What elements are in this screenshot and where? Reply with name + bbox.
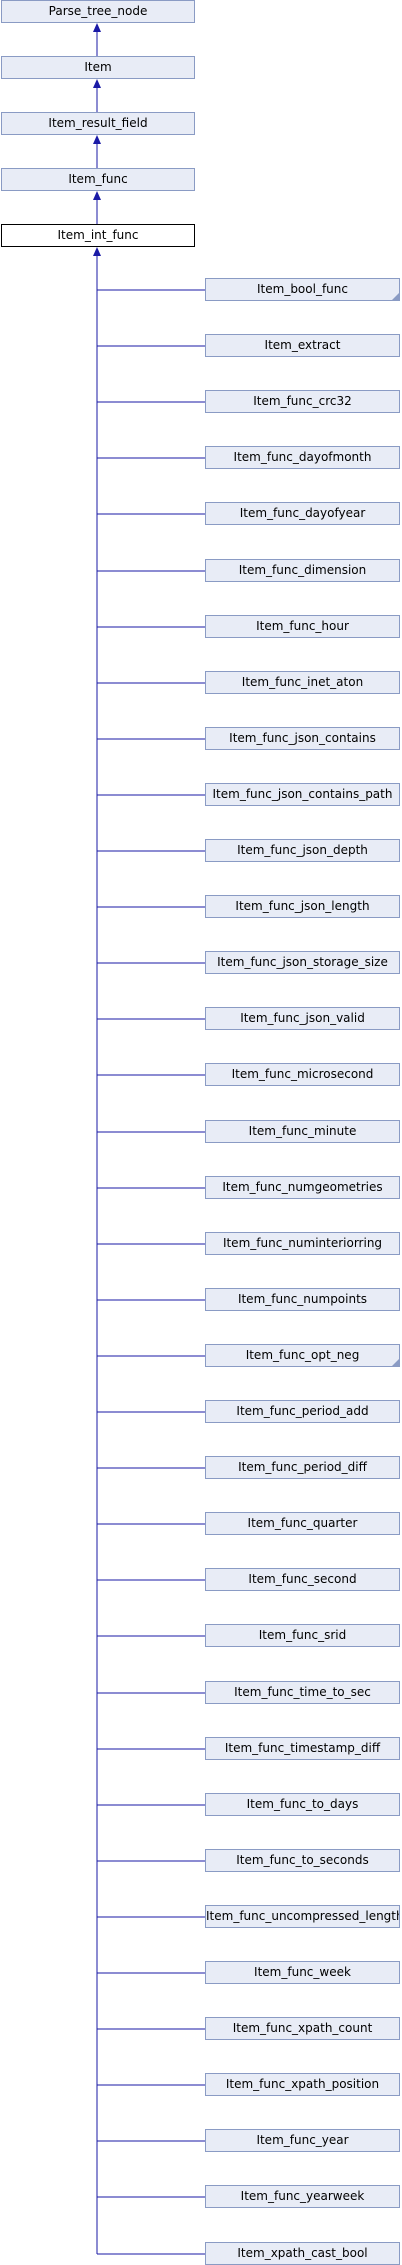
- class-node-item_func_uncompressed_length[interactable]: Item_func_uncompressed_length: [205, 1905, 400, 1928]
- class-node-item_func_crc32[interactable]: Item_func_crc32: [205, 390, 400, 413]
- node-label: Item_func_json_contains_path: [212, 787, 393, 801]
- class-node-item_func_xpath_position[interactable]: Item_func_xpath_position: [205, 2073, 400, 2096]
- node-label: Item_func_dayofyear: [239, 506, 366, 520]
- collapsed-subtree-icon: [392, 293, 399, 300]
- node-label: Item_func_xpath_count: [232, 2021, 373, 2035]
- class-node-item_func_json_depth[interactable]: Item_func_json_depth: [205, 839, 400, 862]
- node-label: Item_func_year: [256, 2133, 349, 2147]
- class-node-item_func_hour[interactable]: Item_func_hour: [205, 615, 400, 638]
- inheritance-arrowhead: [93, 135, 101, 144]
- class-node-item_func_yearweek[interactable]: Item_func_yearweek: [205, 2185, 400, 2208]
- node-label: Item_func_timestamp_diff: [224, 1741, 381, 1755]
- node-label: Item_func_numpoints: [237, 1292, 368, 1306]
- class-node-item_bool_func[interactable]: Item_bool_func: [205, 278, 400, 301]
- class-node-item_func_srid[interactable]: Item_func_srid: [205, 1624, 400, 1647]
- class-node-item_func_week[interactable]: Item_func_week: [205, 1961, 400, 1984]
- class-node-item_func_numgeometries[interactable]: Item_func_numgeometries: [205, 1176, 400, 1199]
- node-label: Item_func_numinteriorring: [222, 1236, 383, 1250]
- class-node-item_func_year[interactable]: Item_func_year: [205, 2129, 400, 2152]
- node-label: Item_func_second: [248, 1572, 357, 1586]
- node-label: Item_func_opt_neg: [245, 1348, 360, 1362]
- inheritance-arrowhead: [93, 247, 101, 256]
- node-label: Item_result_field: [48, 116, 148, 130]
- node-label: Item_func_crc32: [253, 394, 352, 408]
- class-node-item_func_json_contains[interactable]: Item_func_json_contains: [205, 727, 400, 750]
- class-node-item_func_microsecond[interactable]: Item_func_microsecond: [205, 1063, 400, 1086]
- node-label: Item_func_inet_aton: [241, 675, 364, 689]
- class-node-item_func_quarter[interactable]: Item_func_quarter: [205, 1512, 400, 1535]
- class-node-item[interactable]: Item: [1, 56, 195, 79]
- node-label: Item_func_numgeometries: [222, 1180, 383, 1194]
- inheritance-arrowhead: [93, 79, 101, 88]
- inheritance-arrowhead: [93, 23, 101, 32]
- node-label: Item_func_time_to_sec: [234, 1685, 371, 1699]
- node-label: Item_bool_func: [257, 282, 348, 296]
- node-label: Item_func_json_storage_size: [217, 955, 388, 969]
- node-label: Item_func: [68, 172, 128, 186]
- class-node-item_func_json_length[interactable]: Item_func_json_length: [205, 895, 400, 918]
- class-node-item_func_to_days[interactable]: Item_func_to_days: [205, 1793, 400, 1816]
- class-node-item_func_json_contains_path[interactable]: Item_func_json_contains_path: [205, 783, 400, 806]
- node-label: Item_func_period_add: [236, 1404, 369, 1418]
- node-label: Item_func_hour: [256, 619, 349, 633]
- class-node-item_func_timestamp_diff[interactable]: Item_func_timestamp_diff: [205, 1737, 400, 1760]
- node-label: Item_func_json_length: [235, 899, 370, 913]
- node-label: Item_func_xpath_position: [225, 2077, 380, 2091]
- node-label: Item_func_to_days: [246, 1797, 359, 1811]
- class-node-item_func_time_to_sec[interactable]: Item_func_time_to_sec: [205, 1681, 400, 1704]
- class-node-item_func_minute[interactable]: Item_func_minute: [205, 1120, 400, 1143]
- node-label: Item_func_json_valid: [240, 1011, 365, 1025]
- class-node-item_func_json_storage_size[interactable]: Item_func_json_storage_size: [205, 951, 400, 974]
- node-label: Item_func_week: [254, 1965, 351, 1979]
- class-node-item_func_period_diff[interactable]: Item_func_period_diff: [205, 1456, 400, 1479]
- node-label: Item_func_uncompressed_length: [206, 1909, 400, 1923]
- node-label: Item_func_dayofmonth: [233, 450, 372, 464]
- class-node-item_func_period_add[interactable]: Item_func_period_add: [205, 1400, 400, 1423]
- inheritance-arrowhead: [93, 191, 101, 200]
- class-node-item_func_to_seconds[interactable]: Item_func_to_seconds: [205, 1849, 400, 1872]
- class-node-item_xpath_cast_bool[interactable]: Item_xpath_cast_bool: [205, 2242, 400, 2265]
- node-label: Item_extract: [264, 338, 341, 352]
- node-label: Item_func_json_contains: [229, 731, 376, 745]
- node-label: Item_xpath_cast_bool: [237, 2246, 368, 2260]
- node-label: Item_int_func: [57, 228, 139, 242]
- node-label: Item_func_minute: [248, 1124, 357, 1138]
- class-node-item_result_field[interactable]: Item_result_field: [1, 112, 195, 135]
- class-node-item_func_xpath_count[interactable]: Item_func_xpath_count: [205, 2017, 400, 2040]
- class-node-item_func_dayofyear[interactable]: Item_func_dayofyear: [205, 502, 400, 525]
- class-node-item_func_dimension[interactable]: Item_func_dimension: [205, 559, 400, 582]
- class-node-item_func_numinteriorring[interactable]: Item_func_numinteriorring: [205, 1232, 400, 1255]
- class-node-item_func_json_valid[interactable]: Item_func_json_valid: [205, 1007, 400, 1030]
- node-label: Item_func_dimension: [238, 563, 367, 577]
- class-node-item_func_second[interactable]: Item_func_second: [205, 1568, 400, 1591]
- class-node-item_func[interactable]: Item_func: [1, 168, 195, 191]
- node-label: Item_func_quarter: [247, 1516, 358, 1530]
- node-label: Item: [84, 60, 112, 74]
- class-node-item_extract[interactable]: Item_extract: [205, 334, 400, 357]
- node-label: Item_func_to_seconds: [236, 1853, 369, 1867]
- node-label: Item_func_srid: [258, 1628, 347, 1642]
- collapsed-subtree-icon: [392, 1359, 399, 1366]
- class-node-item_func_dayofmonth[interactable]: Item_func_dayofmonth: [205, 446, 400, 469]
- node-label: Item_func_microsecond: [231, 1067, 374, 1081]
- node-label: Parse_tree_node: [48, 4, 148, 18]
- node-label: Item_func_yearweek: [240, 2189, 365, 2203]
- class-node-parse_tree_node[interactable]: Parse_tree_node: [1, 0, 195, 23]
- node-label: Item_func_json_depth: [237, 843, 368, 857]
- class-node-item_func_opt_neg[interactable]: Item_func_opt_neg: [205, 1344, 400, 1367]
- class-node-item_func_inet_aton[interactable]: Item_func_inet_aton: [205, 671, 400, 694]
- class-node-focus[interactable]: Item_int_func: [1, 224, 195, 247]
- node-label: Item_func_period_diff: [238, 1460, 367, 1474]
- class-node-item_func_numpoints[interactable]: Item_func_numpoints: [205, 1288, 400, 1311]
